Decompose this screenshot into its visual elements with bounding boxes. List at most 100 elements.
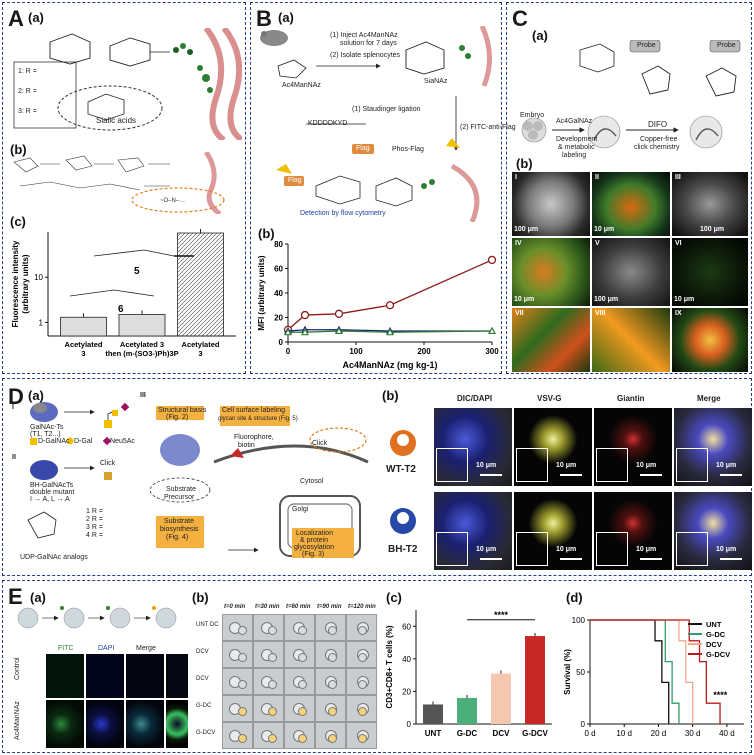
e-fitc: FITC [58, 645, 74, 652]
b-xtick-label: 200 [417, 347, 431, 356]
panel-d-scheme [27, 402, 369, 558]
e-cell [328, 680, 337, 689]
c-image-II [592, 172, 670, 236]
e-cell [298, 707, 307, 716]
d-scale-bar [640, 474, 662, 476]
e-time-header: t=90 min [317, 604, 342, 610]
c-label-V: V [595, 240, 600, 247]
panel-e-sub-d: (d) [566, 590, 583, 605]
ed-xtick-label: 40 d [719, 729, 735, 738]
b-point [300, 310, 310, 320]
d-galnacts: GalNAc-Ts [30, 424, 64, 431]
ed-ytick-label: 100 [572, 616, 586, 625]
d-scale-bar [720, 474, 742, 476]
d-box2b: glycan site & structure (Fig. 5) [218, 416, 298, 422]
d-col-header: VSV-G [537, 394, 562, 403]
c-met: & metabolic [558, 144, 595, 151]
r2-label: 2: R = [18, 88, 37, 95]
e-row-label: DCV [196, 676, 209, 682]
e-cell [238, 653, 247, 662]
d-r2: 2 R = [86, 516, 103, 523]
b-series-line [287, 259, 493, 331]
d-mutant: double mutant [30, 489, 75, 496]
b-xtick-label: 0 [286, 347, 291, 356]
a-xlabel-1: Acetylated [182, 340, 220, 349]
ed-legend-label: DCV [706, 640, 722, 649]
d-bh2: BH-T2 [388, 544, 418, 555]
e-img-control-dapi [86, 654, 124, 698]
e-timelapse-frame [222, 614, 253, 641]
panel-a-sub-a: (a) [28, 10, 44, 25]
e-time-header: t=30 min [255, 604, 280, 610]
ec-bar [457, 697, 477, 724]
ec-ytick-label: 0 [407, 720, 412, 729]
e-timelapse-frame [284, 668, 315, 695]
d-biotin: biotin [238, 442, 255, 449]
panel-a-letter: A [8, 6, 24, 31]
panel-e-sub-c: (c) [386, 590, 402, 605]
panel-b-sub-b: (b) [258, 226, 275, 241]
c-image-VII [512, 308, 590, 372]
e-cell [268, 680, 277, 689]
ec-sig: **** [494, 610, 509, 620]
d-box1: Structural basis [158, 407, 207, 414]
d-scale-bar [640, 558, 662, 560]
d-scale-label: 10 μm [476, 462, 497, 469]
e-timelapse-frame [315, 722, 346, 749]
e-timelapse-frame [346, 695, 377, 722]
d-golgi: Golgi [292, 506, 309, 513]
b-point [487, 255, 497, 265]
c-dev: Development [556, 136, 598, 143]
ed-legend-label: UNT [706, 620, 722, 629]
d-iii: III [140, 392, 146, 399]
d-scale-label: 10 μm [636, 546, 657, 553]
ed-xtick-label: 30 d [685, 729, 701, 738]
e-control: Control [14, 657, 21, 680]
e-timelapse-frame [346, 614, 377, 641]
d-col-header: Giantin [617, 394, 645, 403]
e-cell [358, 734, 367, 743]
b-ytick-label: 80 [274, 240, 283, 249]
d-bh: BH-GalNAcTs [30, 482, 74, 489]
e-ac4man: Ac4ManNAz [14, 701, 21, 740]
ec-ytick-label: 40 [402, 655, 411, 664]
panel-e-sub-a: (a) [30, 590, 46, 605]
e-timelapse-frame [315, 668, 346, 695]
e-cell [268, 707, 277, 716]
ec-xtick-label: UNT [425, 729, 442, 738]
d-scale-label: 10 μm [556, 546, 577, 553]
d-scale-bar [560, 558, 582, 560]
panel-e-scheme [17, 606, 177, 629]
d-scale-label: 10 μm [716, 462, 737, 469]
ed-ytick-label: 50 [576, 668, 585, 677]
d-scale-label: 10 μm [556, 462, 577, 469]
e-img-ac4-zoom [166, 700, 188, 748]
d-scale-label: 10 μm [636, 462, 657, 469]
d-box2: Cell surface labeling [222, 407, 286, 414]
panel-a-structure-a [13, 28, 242, 140]
d-box3c: (Fig. 4) [166, 534, 189, 541]
d-micrograph: 10 μm [674, 492, 752, 570]
panel-b [250, 2, 502, 374]
ed-ylabel: Survival (%) [563, 649, 572, 695]
e-timelapse-frame [315, 614, 346, 641]
d-scale-bar [480, 474, 502, 476]
c-image-IV [512, 238, 590, 306]
e-cell [358, 626, 367, 635]
e-img-ac4-merge [126, 700, 164, 748]
ed-series-line [590, 619, 721, 724]
e-cell [268, 626, 277, 635]
d-micrograph-inset [676, 448, 708, 482]
d-box1b: (Fig. 2) [166, 414, 189, 421]
e-img-control-fitc [46, 654, 84, 698]
e-timelapse-frame [253, 614, 284, 641]
a-bar [60, 316, 107, 337]
b-ytick-label: 20 [274, 314, 283, 323]
b-ytick-label: 40 [274, 289, 283, 298]
b-ac4: Ac4ManNAz [282, 82, 321, 89]
a-bar [118, 314, 166, 337]
e-merge: Merge [136, 645, 156, 652]
e-cell [238, 626, 247, 635]
